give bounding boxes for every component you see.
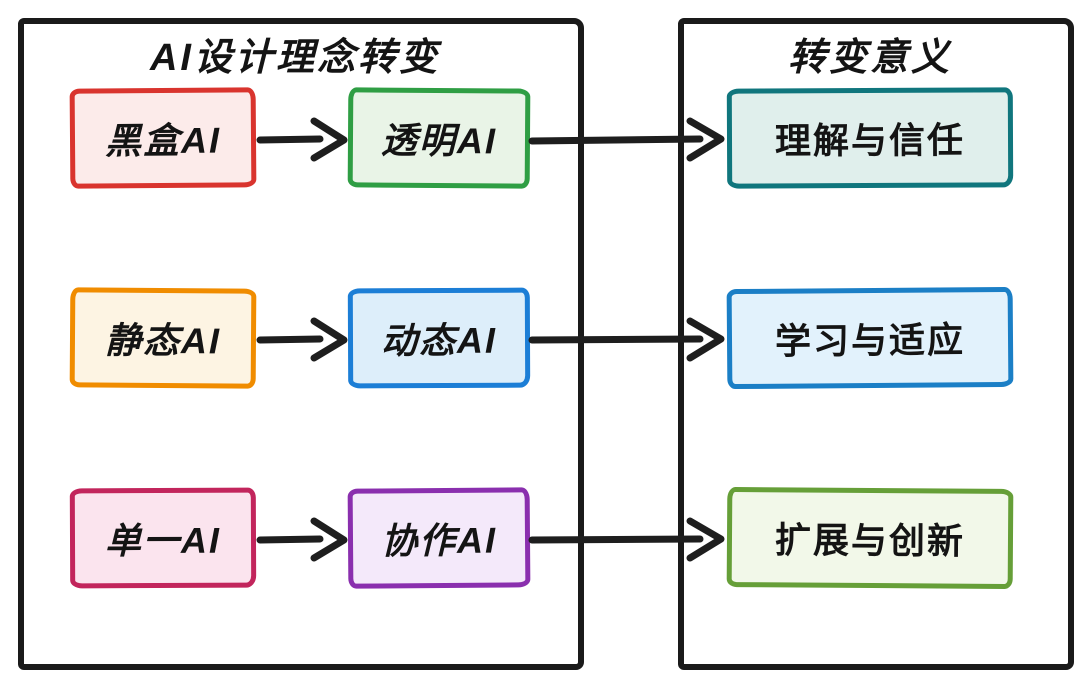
box-learning-adaptation-label: 学习与适应: [774, 319, 966, 362]
box-blackbox-ai: 黑盒AI: [69, 87, 257, 189]
box-collaborative-ai: 协作AI: [347, 487, 531, 589]
box-dynamic-ai: 动态AI: [347, 287, 531, 389]
right-panel-title: 转变意义: [787, 37, 952, 79]
left-panel-title: AI设计理念转变: [149, 37, 440, 79]
box-transparent-ai: 透明AI: [347, 87, 531, 189]
box-expansion-innovation: 扩展与创新: [726, 487, 1014, 589]
box-static-ai-label: 静态AI: [104, 319, 222, 362]
left-panel: [18, 18, 584, 670]
box-understanding-trust: 理解与信任: [726, 87, 1014, 189]
box-single-ai: 单一AI: [69, 487, 257, 589]
box-expansion-innovation-label: 扩展与创新: [774, 519, 966, 562]
box-transparent-ai-label: 透明AI: [380, 119, 498, 162]
box-single-ai-label: 单一AI: [104, 519, 222, 562]
box-dynamic-ai-label: 动态AI: [380, 319, 498, 362]
box-learning-adaptation: 学习与适应: [726, 286, 1014, 390]
box-understanding-trust-label: 理解与信任: [774, 119, 966, 162]
right-panel: [678, 18, 1074, 670]
box-static-ai: 静态AI: [69, 287, 257, 389]
box-collaborative-ai-label: 协作AI: [380, 519, 498, 562]
box-blackbox-ai-label: 黑盒AI: [104, 119, 222, 162]
